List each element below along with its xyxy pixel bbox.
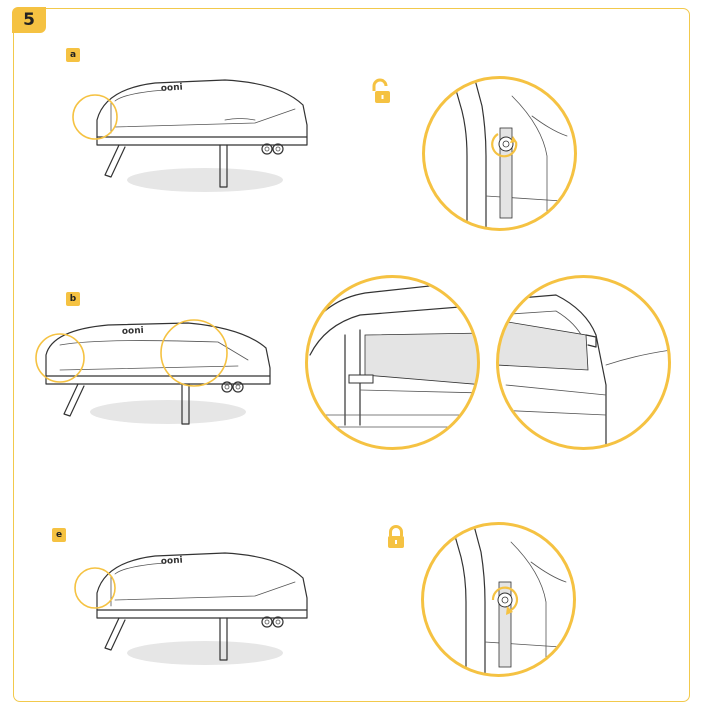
panel-b-badge: b	[66, 292, 80, 306]
detail-view-b-right	[496, 275, 671, 450]
oven-logo-e: ooni	[161, 555, 184, 567]
detail-view-b-left	[305, 275, 480, 450]
detail-view-a	[422, 76, 577, 231]
oven-logo-a: ooni	[161, 82, 184, 94]
pizza-oven-illustration-e: ooni	[74, 552, 308, 665]
panel-a-badge: a	[66, 48, 80, 62]
panel-e-badge: e	[52, 528, 66, 542]
pizza-oven-illustration-b: ooni	[35, 319, 271, 425]
pizza-oven-illustration-a: ooni	[72, 79, 308, 192]
oven-logo-b: ooni	[122, 326, 144, 337]
step-number-badge: 5	[12, 7, 46, 33]
instruction-frame	[13, 8, 690, 702]
locked-padlock-icon	[388, 525, 404, 548]
detail-view-e	[421, 522, 576, 677]
unlocked-padlock-icon	[372, 78, 390, 103]
